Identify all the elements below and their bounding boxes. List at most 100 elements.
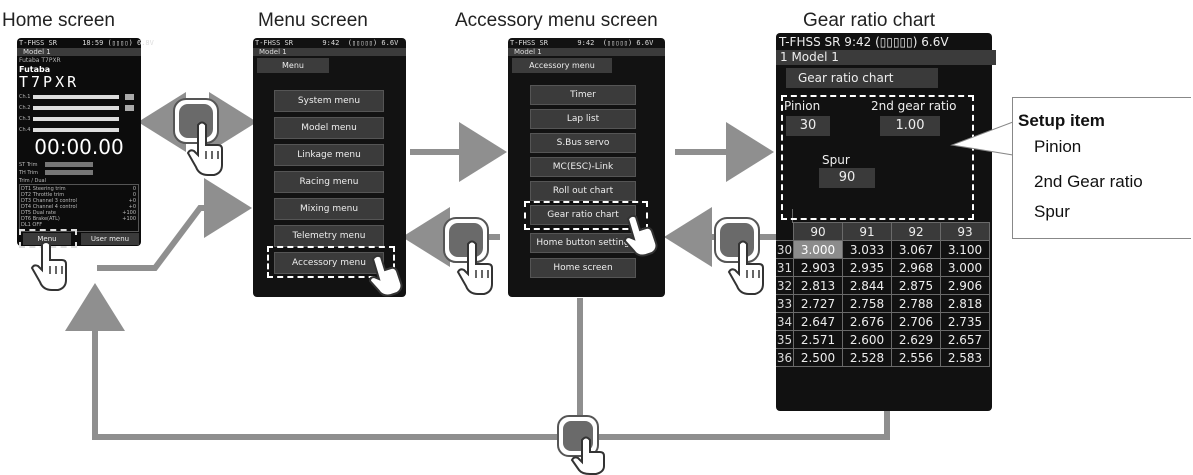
pointing-hand-icon	[456, 240, 493, 295]
table-cell[interactable]: 2.844	[842, 276, 892, 295]
table-cell[interactable]: 2.676	[842, 312, 892, 331]
setup-items-highlight	[781, 95, 974, 220]
brand-line: Futaba T7PXR	[19, 57, 61, 64]
status-bar: T-FHSS SR 9:42 (▯▯▯▯▯) 6.6V	[510, 39, 654, 47]
table-cell[interactable]: 2.571	[793, 330, 843, 349]
row-header: 31	[776, 258, 794, 277]
arrow-home-to-menu	[97, 178, 252, 271]
callout-title: Setup item	[1018, 111, 1105, 130]
user-menu-button[interactable]: User menu	[81, 233, 139, 245]
menu-screen-title: Menu screen	[258, 10, 368, 31]
table-cell[interactable]: 2.629	[891, 330, 941, 349]
table-cell[interactable]: 2.556	[891, 348, 941, 367]
gear-ratio-chart-button[interactable]: Gear ratio chart	[530, 205, 636, 225]
pinion-label: Pinion	[784, 99, 821, 113]
table-cell[interactable]: 3.000	[940, 258, 990, 277]
home-screen: T-FHSS SR 18:59 (▯▯▯▯) 6.8V Model 1 Futa…	[17, 38, 154, 246]
table-cell[interactable]: 2.647	[793, 312, 843, 331]
trim-bar	[45, 170, 93, 175]
spur-value[interactable]: 90	[819, 168, 875, 188]
info-panel: DT1 Steering trim 0 DT2 Throttle trim 0 …	[19, 184, 139, 232]
info-value: 0	[132, 192, 136, 198]
table-cell[interactable]: 3.033	[842, 240, 892, 259]
channel-bar	[33, 106, 119, 110]
info-value: +0	[128, 204, 136, 210]
mixing-menu-button[interactable]: Mixing menu	[274, 198, 384, 220]
info-key: DT3	[21, 198, 32, 204]
column-header: 92	[891, 222, 941, 241]
table-cell[interactable]: 3.100	[940, 240, 990, 259]
info-key: DT2	[21, 192, 32, 198]
home-screen-button[interactable]: Home screen	[530, 258, 636, 278]
table-cell[interactable]: 2.600	[842, 330, 892, 349]
table-cell[interactable]: 2.906	[940, 276, 990, 295]
table-cell[interactable]: 2.727	[793, 294, 843, 313]
info-key: DT4	[21, 204, 32, 210]
pointing-hand-icon	[186, 121, 223, 176]
racing-menu-button[interactable]: Racing menu	[274, 171, 384, 193]
model-bar: Model 1	[17, 48, 141, 56]
column-header: 90	[793, 222, 843, 241]
menu-screen: T-FHSS SR 9:42 (▯▯▯▯▯) 6.6V Model 1 Menu…	[253, 38, 406, 297]
row-header: 32	[776, 276, 794, 295]
model-menu-button[interactable]: Model menu	[274, 117, 384, 139]
table-cell[interactable]: 2.583	[940, 348, 990, 367]
roll-out-chart-button[interactable]: Roll out chart	[530, 181, 636, 201]
table-cell[interactable]: 2.528	[842, 348, 892, 367]
system-menu-button[interactable]: System menu	[274, 90, 384, 112]
status-bar: T-FHSS SR 18:59 (▯▯▯▯) 6.8V	[19, 39, 154, 47]
info-label: Channel 4 control	[32, 204, 77, 210]
trim-label: ST Trim	[19, 162, 38, 168]
accessory-header: Accessory menu	[512, 58, 612, 73]
table-cell[interactable]: 2.968	[891, 258, 941, 277]
row-header: 34	[776, 312, 794, 331]
home-screen-title: Home screen	[2, 10, 115, 31]
pointing-hand-icon	[623, 214, 658, 257]
table-cell[interactable]: 2.758	[842, 294, 892, 313]
row-header: 33	[776, 294, 794, 313]
telemetry-menu-button[interactable]: Telemetry menu	[274, 225, 384, 247]
row-header: 35	[776, 330, 794, 349]
ratio-value[interactable]: 1.00	[880, 116, 940, 136]
table-cell-selected[interactable]: 3.000	[793, 240, 843, 259]
table-cell[interactable]: 2.903	[793, 258, 843, 277]
table-row: 34 2.647 2.676 2.706 2.735	[776, 312, 990, 331]
table-cell[interactable]: 2.500	[793, 348, 843, 367]
spur-label: Spur	[822, 153, 850, 167]
table-cell[interactable]: 2.706	[891, 312, 941, 331]
lap-list-button[interactable]: Lap list	[530, 109, 636, 129]
table-row: 31 2.903 2.935 2.968 3.000	[776, 258, 990, 277]
linkage-menu-button[interactable]: Linkage menu	[274, 144, 384, 166]
info-key: DT6	[21, 216, 32, 222]
menu-header: Menu	[257, 58, 329, 73]
info-key: DT1	[21, 186, 32, 192]
menu-button[interactable]: Menu	[23, 233, 71, 245]
table-cell[interactable]: 2.735	[940, 312, 990, 331]
pointing-hand-icon	[727, 240, 764, 295]
table-cell[interactable]: 2.657	[940, 330, 990, 349]
column-header: 93	[940, 222, 990, 241]
column-header: 91	[842, 222, 892, 241]
info-label: Throttle trim	[32, 192, 65, 198]
table-row: 33 2.727 2.758 2.788 2.818	[776, 294, 990, 313]
channel-bar	[33, 117, 119, 121]
table-row: 35 2.571 2.600 2.629 2.657	[776, 330, 990, 349]
table-cell[interactable]: 3.067	[891, 240, 941, 259]
table-cell[interactable]: 2.788	[891, 294, 941, 313]
table-cell[interactable]: 2.818	[940, 294, 990, 313]
futaba-logo: Futaba	[19, 65, 51, 74]
table-cell[interactable]: 2.813	[793, 276, 843, 295]
pinion-value[interactable]: 30	[786, 116, 830, 136]
sbus-servo-button[interactable]: S.Bus servo	[530, 133, 636, 153]
trim-bar	[45, 162, 93, 167]
home-button-setting-button[interactable]: Home button setting	[530, 233, 636, 253]
table-cell[interactable]: 2.935	[842, 258, 892, 277]
mc-esc-link-button[interactable]: MC(ESC)-Link	[530, 157, 636, 177]
timer-button[interactable]: Timer	[530, 85, 636, 105]
gear-ratio-screen: T-FHSS SR 9:42 (▯▯▯▯▯) 6.6V 1 Model 1 Ge…	[776, 33, 996, 411]
channel-label: Ch.3	[19, 116, 31, 122]
gear-ratio-table: 90 91 92 93 30 3.000 3.033 3.067 3.100 3…	[776, 222, 990, 367]
table-cell[interactable]: 2.875	[891, 276, 941, 295]
arrow-gear-to-home	[65, 283, 890, 440]
table-row: 32 2.813 2.844 2.875 2.906	[776, 276, 990, 295]
